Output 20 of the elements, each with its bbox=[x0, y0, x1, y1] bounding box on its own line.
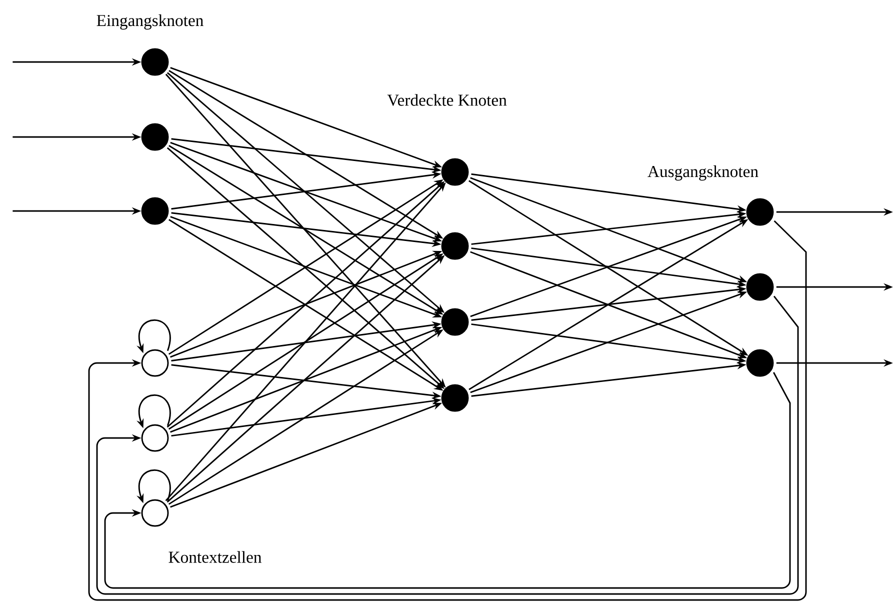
feedback-arrow bbox=[104, 372, 791, 589]
context-cell bbox=[141, 424, 169, 452]
feedback-arrow bbox=[96, 296, 799, 595]
neuron bbox=[141, 197, 169, 225]
group-label: Ausgangsknoten bbox=[648, 165, 758, 181]
neuron bbox=[441, 308, 469, 336]
neuron bbox=[141, 48, 169, 76]
neuron bbox=[746, 349, 774, 377]
context-cell bbox=[141, 499, 169, 527]
group-label: Verdeckte Knoten bbox=[387, 94, 507, 106]
feedback-arrow bbox=[88, 220, 807, 601]
neuron bbox=[141, 123, 169, 151]
context-cell bbox=[141, 349, 169, 377]
neuron bbox=[746, 198, 774, 226]
neuron bbox=[441, 232, 469, 260]
neuron bbox=[441, 384, 469, 412]
group-label: Kontextzellen bbox=[168, 551, 262, 563]
group-label: Eingangsknoten bbox=[96, 14, 204, 30]
neuron bbox=[746, 273, 774, 301]
neuron bbox=[441, 158, 469, 186]
